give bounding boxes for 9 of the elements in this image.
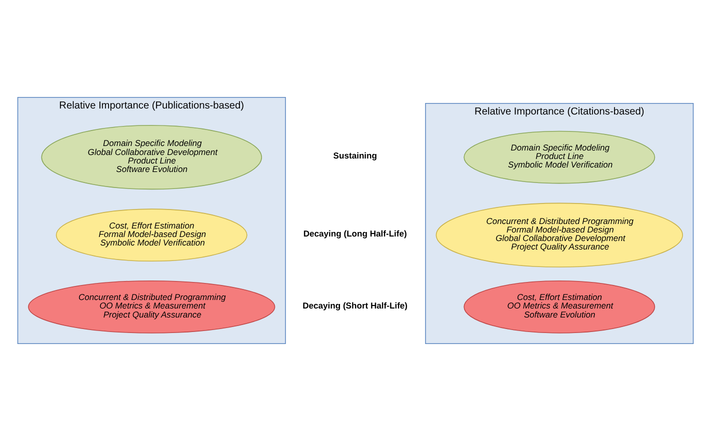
node-ellipse: Cost, Effort Estimation OO Metrics & Measurement Software Evolution bbox=[464, 280, 656, 334]
node-ellipse: Concurrent & Distributed Programming OO Metrics & Measurement Project Quality Assurance bbox=[28, 280, 276, 334]
node-ellipse: Domain Specific Modeling Product Line Symbolic Model Verification bbox=[464, 130, 656, 184]
label: Decaying (Long Half-Life) bbox=[303, 228, 407, 239]
label: Decaying (Short Half-Life) bbox=[302, 300, 408, 310]
label: Sustaining bbox=[333, 150, 378, 161]
node-ellipse: Concurrent & Distributed Programming Formal Model-based Design Global Collaborative Development Project Quality Assurance bbox=[436, 202, 683, 268]
node-ellipse: Cost, Effort Estimation Formal Model-based Design Symbolic Model Verification bbox=[56, 208, 248, 262]
node-ellipse: Domain Specific Modeling Global Collaborative Development Product Line Software Evolution bbox=[41, 124, 262, 190]
